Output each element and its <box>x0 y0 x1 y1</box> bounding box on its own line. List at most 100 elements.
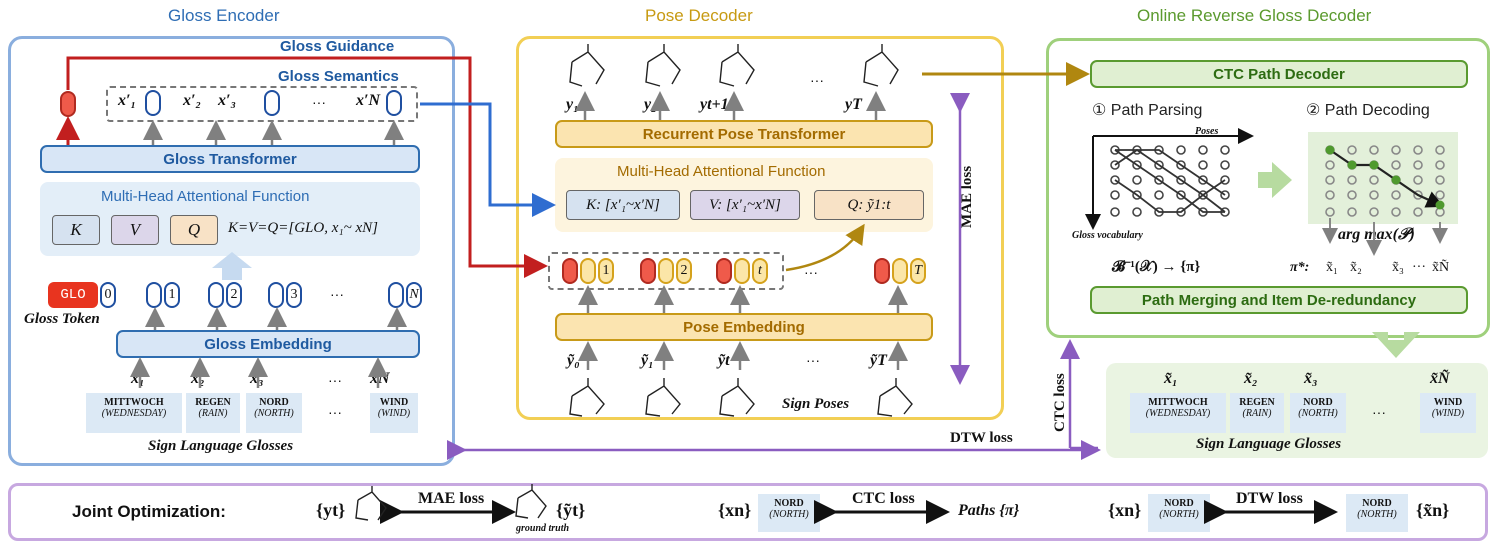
gloss-word: REGEN <box>1239 397 1275 408</box>
glo-pill <box>640 258 656 284</box>
reverse-caption: Sign Language Glosses <box>1196 436 1342 452</box>
gloss-translation: (NORTH) <box>1159 509 1199 520</box>
decoder-output-yt1: yt+1 <box>700 96 729 113</box>
joint-xn-tilde: {x̃n} <box>1416 500 1450 520</box>
path-decoding-label: ② Path Decoding <box>1306 102 1430 119</box>
vocab-axis-label: Gloss vocabulary <box>1072 230 1143 241</box>
encoder-q-box: Q <box>170 215 218 245</box>
joint-xn-dtw: {xn} <box>1108 500 1142 520</box>
gloss-translation: (NORTH) <box>1357 509 1397 520</box>
pose-pill <box>734 258 750 284</box>
decoder-k-box: K: [x′₁~x′N] <box>566 190 680 220</box>
gloss-translation: (RAIN) <box>198 408 228 419</box>
pose-pill <box>658 258 674 284</box>
gloss-card-wind: WIND (WIND) <box>370 393 418 433</box>
path-merging-bar: Path Merging and Item De-redundancy <box>1090 286 1468 314</box>
gloss-translation: (WEDNESDAY) <box>1145 408 1211 419</box>
token-index: N <box>409 287 419 302</box>
decoder-input-ellipsis: ··· <box>806 352 820 368</box>
decoder-input-yT: ỹT <box>870 352 887 369</box>
pose-token-index: t <box>758 263 762 278</box>
encoder-output-x3: x′₃ <box>218 92 237 109</box>
pose-pill <box>892 258 908 284</box>
joint-xn-ctc: {xn} <box>718 500 752 520</box>
pose-pill <box>598 258 614 284</box>
gloss-ellipsis: ··· <box>328 404 342 420</box>
gloss-semantics-label: Gloss Semantics <box>278 68 399 85</box>
pose-embedding-bar: Pose Embedding <box>555 313 933 341</box>
gloss-word: WIND <box>379 397 409 408</box>
token-index: 3 <box>290 287 298 302</box>
reverse-output-x2: x̃₂ <box>1244 370 1258 387</box>
gloss-translation: (WIND) <box>1431 408 1465 419</box>
pi-seq-2: x̃₂ <box>1350 260 1362 275</box>
token-ellipsis: ··· <box>330 286 344 302</box>
gloss-translation: (WIND) <box>377 408 411 419</box>
gloss-semantics-line <box>420 102 556 217</box>
decoder-input-yt: ỹt <box>718 352 730 369</box>
gloss-guidance-label: Gloss Guidance <box>280 38 395 55</box>
joint-nord-card-2: NORD (NORTH) <box>1148 494 1210 532</box>
token-index: 1 <box>168 287 176 302</box>
token-pill <box>226 282 242 308</box>
gloss-word: MITTWOCH <box>104 397 164 408</box>
pose-token-index: 2 <box>680 263 688 278</box>
encoder-mhaf-title: Multi-Head Attentional Function <box>101 188 310 205</box>
joint-yt-gt: {ỹt} <box>556 500 586 520</box>
encoder-output-pill <box>145 90 161 116</box>
pose-pill <box>676 258 692 284</box>
reverse-decoder-title: Online Reverse Gloss Decoder <box>1137 6 1372 25</box>
decoder-output-ellipsis: ··· <box>810 72 824 88</box>
joint-optimization-label: Joint Optimization: <box>72 502 226 521</box>
pi-seq-ellipsis: ··· <box>1412 260 1426 275</box>
ctc-path-decoder-bar: CTC Path Decoder <box>1090 60 1468 88</box>
encoder-v-box: V <box>111 215 159 245</box>
pi-star: π*: <box>1290 260 1310 275</box>
reverse-gloss-card-nord: NORD (NORTH) <box>1290 393 1346 433</box>
gloss-word: NORD <box>1362 498 1392 509</box>
gloss-card-regen: REGEN (RAIN) <box>186 393 240 433</box>
parse-to-decode-arrow <box>1258 162 1292 198</box>
pose-sketches <box>355 44 913 521</box>
encoder-output-x2: x′₂ <box>183 92 202 109</box>
joint-yt: {yt} <box>316 500 346 520</box>
glo-pill <box>716 258 732 284</box>
encoder-mhaf-arrow <box>212 252 252 280</box>
gloss-translation: (NORTH) <box>1298 408 1338 419</box>
decoder-mhaf-title: Multi-Head Attentional Function <box>617 163 826 180</box>
reverse-output-x1: x̃₁ <box>1164 370 1178 387</box>
decoder-up-arrows <box>575 91 908 370</box>
decoder-v-box: V: [x′₁~x′N] <box>690 190 800 220</box>
glo-pill <box>562 258 578 284</box>
gloss-card-mittwoch: MITTWOCH (WEDNESDAY) <box>86 393 182 433</box>
joint-paths: Paths {π} <box>958 502 1020 519</box>
pose-token-index: 1 <box>602 263 610 278</box>
reverse-gloss-card-regen: REGEN (RAIN) <box>1230 393 1284 433</box>
gloss-encoder-title: Gloss Encoder <box>168 6 280 25</box>
joint-optimization-panel <box>8 483 1488 541</box>
encoder-output-ellipsis: ··· <box>312 94 326 110</box>
encoder-input-ellipsis: ··· <box>328 372 342 388</box>
gloss-translation: (WEDNESDAY) <box>101 408 167 419</box>
reverse-output-xN: x̃Ñ <box>1430 370 1450 387</box>
decoder-caption: Sign Poses <box>782 396 850 412</box>
token-pill <box>164 282 180 308</box>
pi-seq-3: x̃₃ <box>1392 260 1404 275</box>
gloss-word: NORD <box>1303 397 1333 408</box>
encoder-up-arrows <box>130 120 407 388</box>
decoder-q-box: Q: ỹ1:t <box>814 190 924 220</box>
glo-token-index: 0 <box>104 287 112 302</box>
joint-ground-truth: ground truth <box>516 523 570 534</box>
pose-pill <box>910 258 926 284</box>
merge-to-output-arrow <box>1372 332 1420 358</box>
path-parsing-label: ① Path Parsing <box>1092 102 1203 119</box>
reverse-gloss-card-wind: WIND (WIND) <box>1420 393 1476 433</box>
gloss-card-nord: NORD (NORTH) <box>246 393 302 433</box>
gloss-translation: (NORTH) <box>254 408 294 419</box>
gloss-token-label: Gloss Token <box>24 311 100 327</box>
pose-pill <box>752 258 768 284</box>
gloss-word: NORD <box>774 498 804 509</box>
token-pill <box>406 282 422 308</box>
token-pill <box>286 282 302 308</box>
